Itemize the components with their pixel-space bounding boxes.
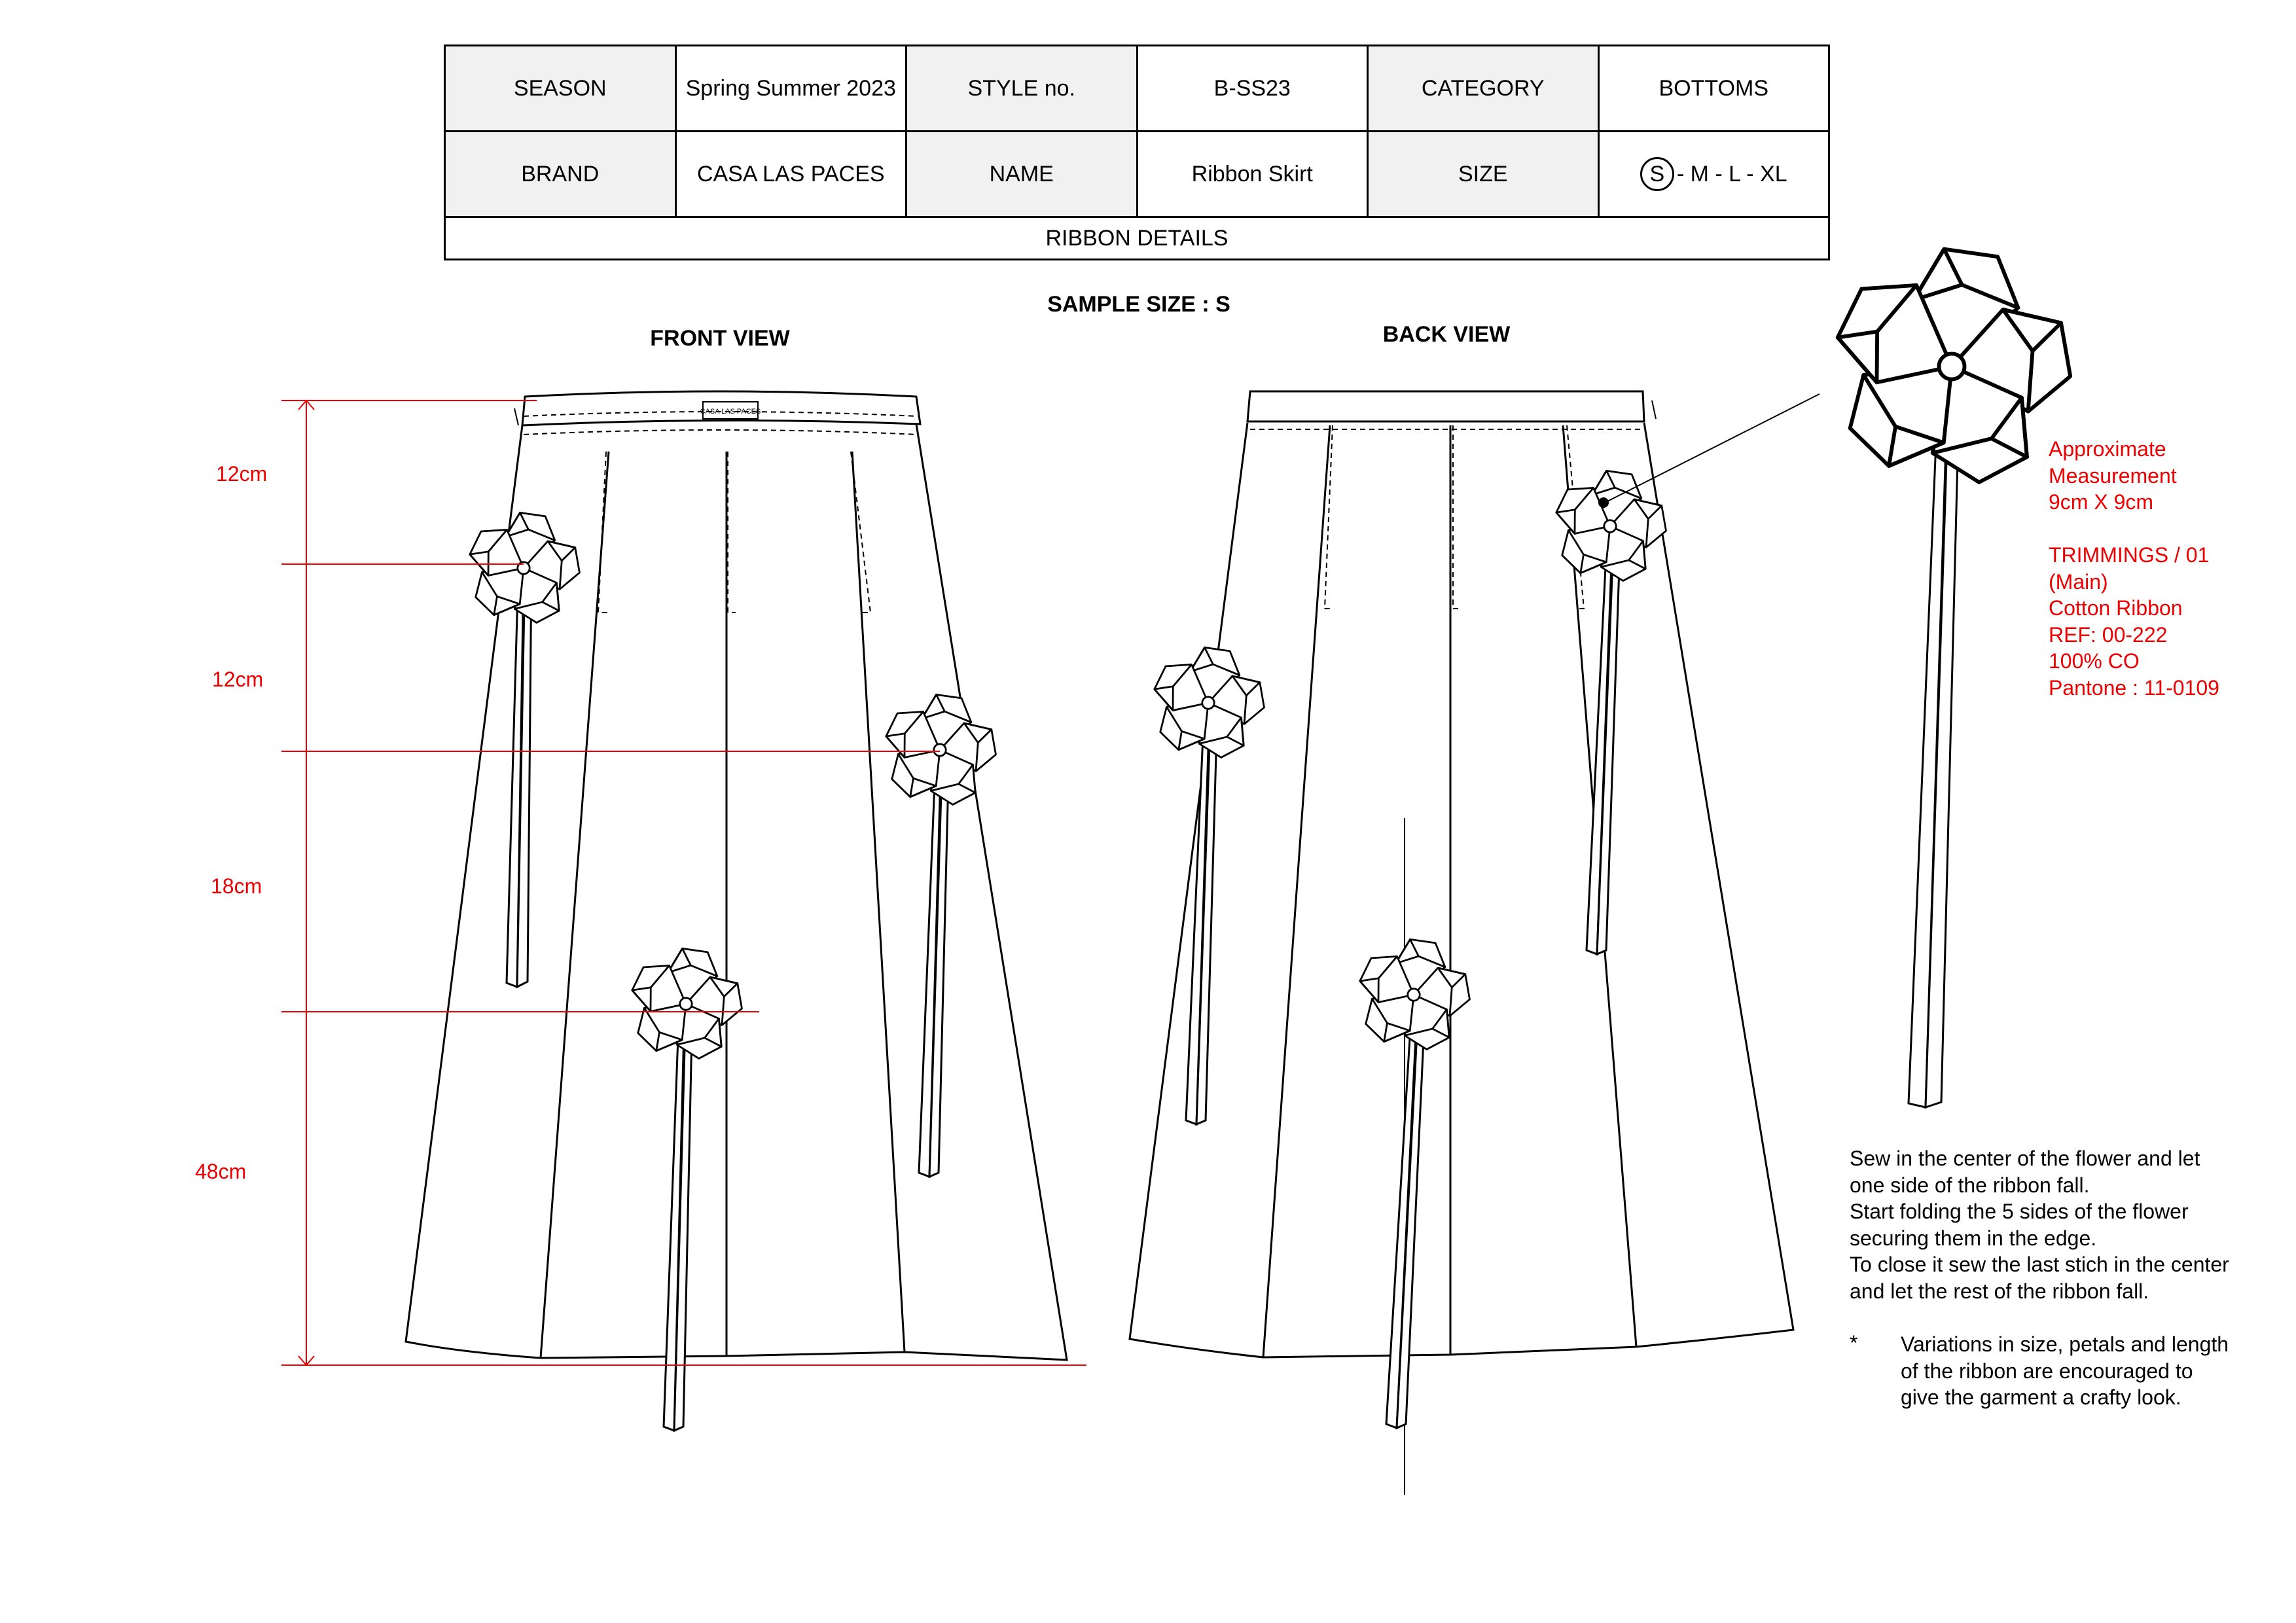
brand-value: CASA LAS PACES (674, 130, 907, 218)
back-flower-left (1150, 647, 1270, 766)
category-label: CATEGORY (1367, 45, 1600, 132)
trim-line-4: REF: 00-222 (2049, 622, 2168, 647)
size-options: - M - L - XL (1676, 162, 1787, 187)
sample-size-heading: SAMPLE SIZE : S (1047, 292, 1230, 317)
style-label: STYLE no. (905, 45, 1138, 132)
measurement-guides (281, 399, 1086, 1366)
variation-line-3: give the garment a crafty look. (1901, 1385, 2181, 1409)
back-flower-lower (1355, 939, 1476, 1058)
front-flower-lower (628, 948, 748, 1067)
measure-waist-to-first: 12cm (216, 462, 268, 486)
trim-line-2: (Main) (2049, 569, 2108, 594)
measure-third: 18cm (211, 874, 262, 898)
back-skirt (1128, 390, 1795, 1495)
instruction-line-4: securing them in the edge. (1850, 1226, 2097, 1250)
variation-line-2: of the ribbon are encouraged to (1901, 1359, 2193, 1383)
brand-label: BRAND (444, 130, 677, 218)
measure-hem: 48cm (195, 1160, 247, 1183)
front-flower-right (882, 694, 1002, 813)
size-value: S- M - L - XL (1597, 130, 1830, 218)
trim-line-6: Pantone : 11-0109 (2049, 675, 2219, 700)
variation-note: Variations in size, petals and length of… (1901, 1331, 2229, 1411)
back-ribbons (1185, 526, 1622, 1430)
waistband-brand-label: CASA LAS PACES (700, 408, 761, 416)
front-flower-upper-left (465, 512, 586, 631)
selected-size-circle: S (1640, 157, 1674, 191)
sewing-instructions: Sew in the center of the flower and let … (1850, 1145, 2229, 1304)
instruction-line-2: one side of the ribbon fall. (1850, 1173, 2090, 1197)
instruction-line-3: Start folding the 5 sides of the flower (1850, 1200, 2189, 1223)
section-title: RIBBON DETAILS (444, 216, 1830, 260)
size-label: SIZE (1367, 130, 1600, 218)
approx-line-3: 9cm X 9cm (2049, 490, 2154, 514)
category-value: BOTTOMS (1597, 45, 1830, 132)
trim-line-1: TRIMMINGS / 01 (2049, 543, 2210, 567)
instruction-line-1: Sew in the center of the flower and let (1850, 1147, 2200, 1170)
trim-line-5: 100% CO (2049, 649, 2140, 673)
front-view-heading: FRONT VIEW (650, 326, 790, 351)
variation-line-1: Variations in size, petals and length (1901, 1332, 2229, 1356)
detail-flower-icon (1828, 249, 2084, 501)
variation-note-bullet: * (1850, 1331, 1858, 1355)
instruction-line-5: To close it sew the last stich in the ce… (1850, 1253, 2229, 1276)
approx-line-2: Measurement (2049, 463, 2177, 488)
name-label: NAME (905, 130, 1138, 218)
front-ribbons (505, 568, 950, 1433)
season-label: SEASON (444, 45, 677, 132)
season-value: Spring Summer 2023 (674, 45, 907, 132)
back-view-heading: BACK VIEW (1382, 322, 1511, 347)
name-value: Ribbon Skirt (1136, 130, 1369, 218)
approx-line-1: Approximate (2049, 437, 2166, 461)
style-value: B-SS23 (1136, 45, 1369, 132)
trim-line-3: Cotton Ribbon (2049, 596, 2183, 620)
trimmings-spec: Approximate Measurement 9cm X 9cm TRIMMI… (2049, 436, 2219, 701)
instruction-line-6: and let the rest of the ribbon fall. (1850, 1279, 2149, 1303)
measure-second: 12cm (212, 668, 264, 691)
spec-header-table: SEASON Spring Summer 2023 STYLE no. B-SS… (444, 45, 1830, 260)
front-skirt (404, 390, 1068, 1361)
detail-callout (1598, 393, 1820, 508)
ribbon-detail-enlarged (1907, 378, 1961, 1109)
